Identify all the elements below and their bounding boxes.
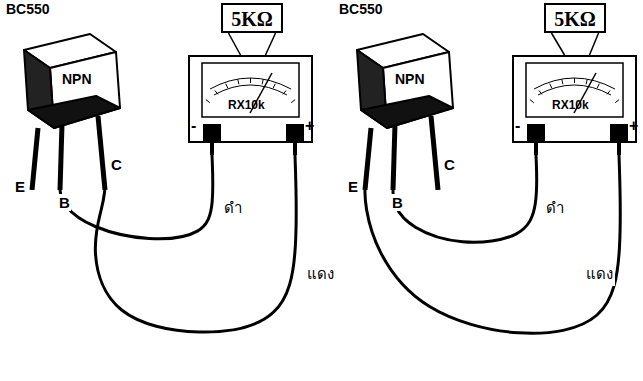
wire-color-label: แดง [305,262,336,286]
pin-name: B [391,194,404,211]
terminal-minus: - [515,117,520,135]
probe-wire [95,155,296,332]
terminal-plus: + [305,117,314,135]
pin-name: E [347,178,359,195]
value-box: 5KΩ [544,3,606,33]
multimeter: RX10k - + [188,55,313,155]
transistor-type: NPN [395,72,425,87]
wire-color-label: ดำ [222,196,244,220]
leader-line [551,33,564,55]
pin-name: B [58,194,71,211]
wire-color-label: ดำ [544,196,566,220]
transistor-type: NPN [62,72,92,87]
leader-line [590,33,599,55]
terminal-minus: - [191,117,196,135]
probe-wire [393,155,537,242]
resistance-value: 5KΩ [554,8,596,30]
pin-name: E [14,178,26,195]
part-number: BC550 [339,2,383,17]
leader-line [228,33,240,55]
range-setting: RX10k [228,99,265,112]
part-number: BC550 [6,2,50,17]
pin-name: C [110,156,123,173]
value-box: 5KΩ [221,3,283,33]
terminal-plus: + [629,117,638,135]
probe-wire [60,155,213,239]
resistance-value: 5KΩ [231,8,273,30]
probe-wire [365,155,620,333]
pin-name: C [443,156,456,173]
range-setting: RX10k [552,99,589,112]
wire-color-label: แดง [584,262,615,286]
leader-line [266,33,276,55]
multimeter: RX10k - + [512,55,637,155]
